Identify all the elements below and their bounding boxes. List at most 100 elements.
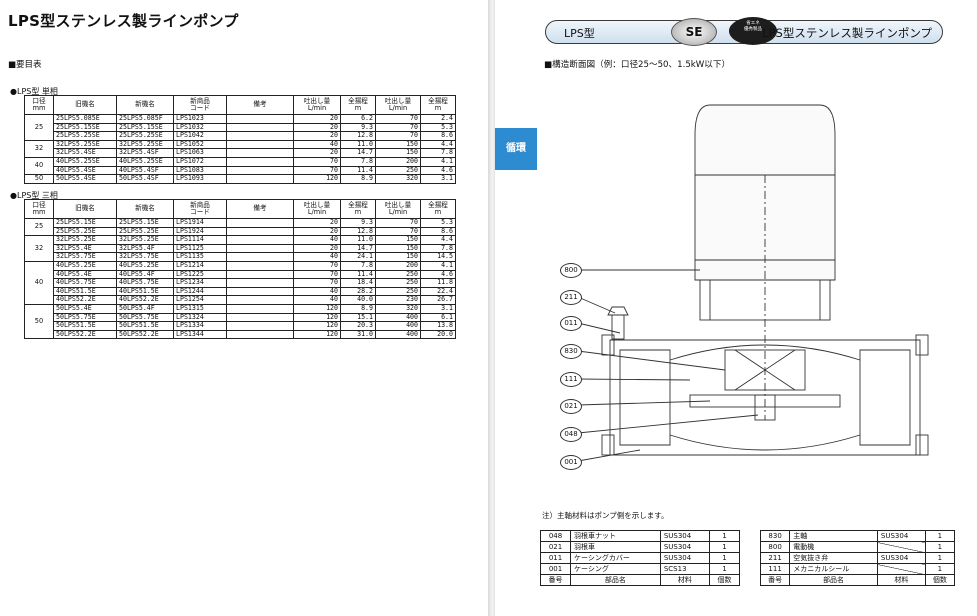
head2-cell: 8.6 xyxy=(420,131,456,141)
old-model-cell: 50LPS52.2E xyxy=(53,329,117,340)
note-cell xyxy=(226,243,294,254)
note-cell xyxy=(226,148,294,158)
note-cell xyxy=(226,295,294,305)
note-cell xyxy=(226,278,294,288)
flow2-cell: 150 xyxy=(375,235,421,245)
header-name: 部品名 xyxy=(570,574,661,586)
head2-cell: 11.8 xyxy=(420,278,456,288)
three-phase-heading: ●LPS型 三相 xyxy=(10,191,58,200)
head2-cell: 13.8 xyxy=(420,321,456,331)
flow-cell: 70 xyxy=(293,260,341,271)
old-model-cell: 25LPS5.15E xyxy=(53,218,117,228)
old-model-cell: 32LPS5.25E xyxy=(53,235,117,245)
head2-cell: 20.0 xyxy=(420,329,456,340)
flow-cell: 20 xyxy=(293,218,341,228)
callout-001: 001 xyxy=(560,455,582,470)
part-material: SUS304 xyxy=(659,541,710,553)
flow2-cell: 70 xyxy=(375,131,421,141)
flow-cell: 70 xyxy=(293,156,341,167)
note-cell xyxy=(226,114,294,124)
old-model-cell: 40LPS5.25E xyxy=(53,260,117,271)
old-model-cell: 25LPS5.25SE xyxy=(53,131,117,141)
product-code-cell: LPS1114 xyxy=(173,235,227,245)
part-qty: 1 xyxy=(708,552,741,564)
product-code-cell: LPS1072 xyxy=(173,156,227,167)
bore-cell: 25 xyxy=(24,217,54,237)
old-model-cell: 25LPS5.085E xyxy=(53,114,117,124)
part-qty: 1 xyxy=(708,563,741,575)
flow-cell: 20 xyxy=(293,114,341,124)
part-material: SUS304 xyxy=(659,530,710,542)
new-model-cell: 25LPS5.25SE xyxy=(116,131,174,141)
page-gutter xyxy=(488,0,495,616)
drawing-lines xyxy=(577,104,929,462)
part-qty: 1 xyxy=(924,541,956,553)
new-model-cell: 40LPS5.75E xyxy=(116,278,174,288)
note-cell xyxy=(226,218,294,228)
header-note: 備考 xyxy=(226,95,294,115)
flow-cell: 40 xyxy=(293,235,341,245)
bore-cell: 50 xyxy=(24,303,54,340)
callout-048: 048 xyxy=(560,427,582,442)
bore-cell: 32 xyxy=(24,139,54,158)
header-note: 備考 xyxy=(226,199,294,219)
side-tab[interactable]: 循環 xyxy=(495,128,537,170)
part-number: 011 xyxy=(540,552,571,564)
head2-cell: 3.1 xyxy=(420,174,456,184)
new-model-cell: 50LPS5.4F xyxy=(116,303,174,314)
old-model-cell: 40LPS5.75E xyxy=(53,278,117,288)
head-cell: 8.9 xyxy=(340,174,376,184)
flow2-cell: 320 xyxy=(375,174,421,184)
note-cell xyxy=(226,312,294,323)
header-qty: 個数 xyxy=(708,574,741,586)
new-model-cell: 25LPS5.085F xyxy=(116,114,174,124)
bore-cell: 50 xyxy=(24,174,54,184)
new-model-cell: 32LPS5.25E xyxy=(116,235,174,245)
flow-cell: 120 xyxy=(293,329,341,340)
product-code-cell: LPS1315 xyxy=(173,303,227,314)
flow-cell: 120 xyxy=(293,303,341,314)
note-cell xyxy=(226,252,294,262)
flow2-cell: 400 xyxy=(375,329,421,340)
material-note: 注）主軸材料はポンプ側を示します。 xyxy=(542,511,669,520)
header-new: 新機名 xyxy=(116,95,174,115)
note-cell xyxy=(226,286,294,297)
part-qty: 1 xyxy=(924,552,956,564)
callout-021: 021 xyxy=(560,399,582,414)
flow2-cell: 400 xyxy=(375,321,421,331)
summary-heading: ■要目表 xyxy=(8,60,42,70)
head-cell: 6.2 xyxy=(340,114,376,124)
part-material: SUS304 xyxy=(876,530,926,542)
part-name: ケーシング xyxy=(570,563,661,575)
part-number: 830 xyxy=(759,530,791,542)
head2-cell: 4.1 xyxy=(420,156,456,167)
part-name: 主軸 xyxy=(789,530,878,542)
head-cell: 20.3 xyxy=(340,321,376,331)
se-logo: SE xyxy=(671,18,717,46)
note-cell xyxy=(226,321,294,331)
head2-cell: 4.4 xyxy=(420,235,456,245)
head-cell: 11.0 xyxy=(340,235,376,245)
part-name: 電動機 xyxy=(789,541,878,553)
note-cell xyxy=(226,122,294,133)
part-material: SUS304 xyxy=(659,552,710,564)
part-number: 021 xyxy=(540,541,571,553)
